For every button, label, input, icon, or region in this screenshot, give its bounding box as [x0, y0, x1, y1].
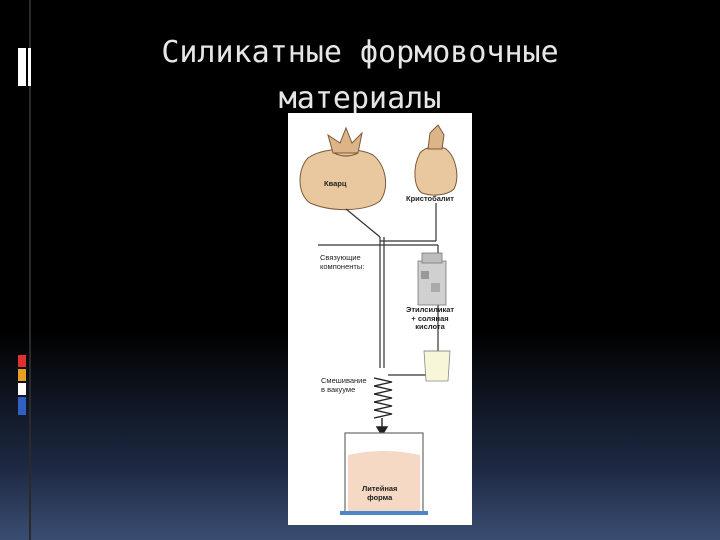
sack-icon — [414, 124, 458, 196]
beaker-icon — [423, 350, 451, 382]
sack-icon — [299, 126, 387, 211]
bottle-icon — [417, 252, 447, 306]
vacuum-mixing-label: Смешивание в вакууме — [321, 376, 367, 394]
mixing-spring-icon — [373, 377, 393, 437]
binder-label: Связующие компоненты: — [320, 253, 365, 271]
slide-title: Силикатные формовочные материалы — [0, 30, 720, 122]
cristobalite-label: Кристобалит — [406, 194, 454, 203]
casting-mold-icon — [340, 432, 428, 515]
left-rule — [29, 0, 31, 540]
title-line-1: Силикатные формовочные — [161, 35, 559, 70]
mold-label: Литейная форма — [362, 484, 398, 502]
accent-bar-bottom — [18, 355, 26, 415]
accent-bar-top — [18, 48, 31, 86]
quartz-label: Кварц — [324, 179, 347, 188]
title-line-2: материалы — [278, 81, 442, 116]
process-diagram: Кварц Кристобалит Связующие компоненты: … — [288, 113, 472, 525]
ethyl-silicate-label: Этилсиликат + соляная кислота — [406, 305, 455, 331]
process-diagram-drawing — [299, 124, 458, 515]
